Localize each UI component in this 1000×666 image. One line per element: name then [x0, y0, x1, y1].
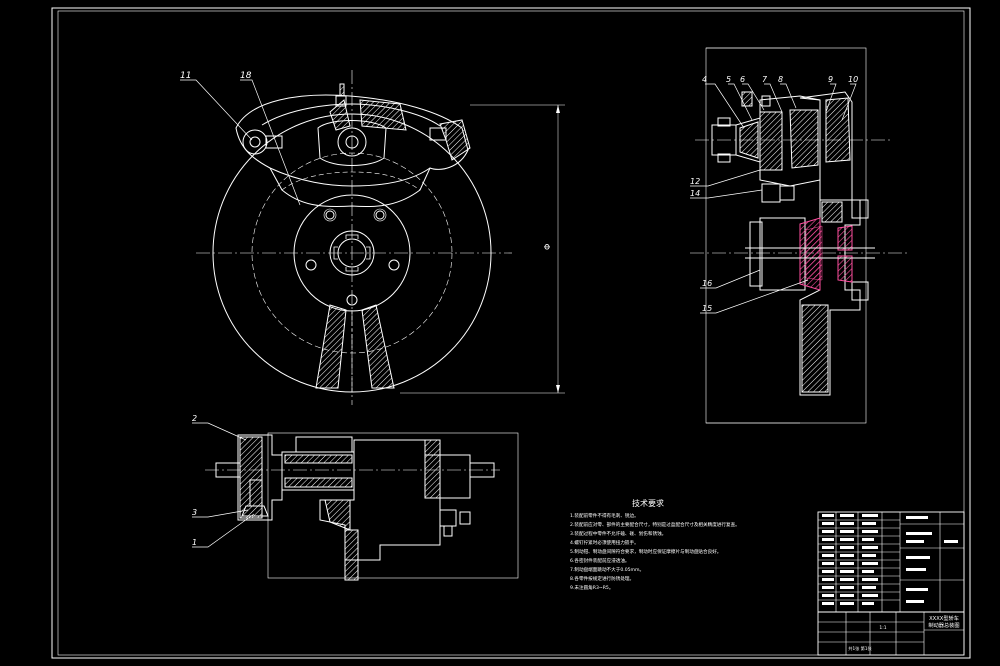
callout-label: 14: [690, 189, 700, 198]
bottom-view: [192, 422, 519, 581]
callout-label: 3: [192, 508, 197, 517]
tech-req-item: 3.装配过程中零件不允许磕、碰、划伤和锈蚀。: [570, 530, 666, 537]
title-block: XXXX型轿车 制动器总装图 1:1 共1张 第1张: [848, 614, 959, 652]
tech-req-item: 4.螺钉拧紧时必须使用扭力扳手。: [570, 539, 639, 546]
front-view-dimension: Φ: [543, 244, 552, 250]
tech-req-item: 5.制动钳、制动盘间隙符合要求，制动时应保证摩擦片与制动盘贴合良好。: [570, 548, 721, 555]
parts-list-fill: [822, 514, 958, 605]
callout-label: 11: [180, 71, 191, 81]
drawing-title-line2: 制动器总装图: [928, 621, 959, 629]
callout-label: 6: [740, 75, 745, 84]
drawing-title-line1: XXXX型轿车: [929, 614, 959, 622]
callout-label: 18: [240, 71, 252, 81]
callout-label: 7: [762, 75, 768, 84]
tech-req-item: 2.装配前应对零、部件的主要配合尺寸，特别是过盈配合尺寸及相关精度进行复查。: [570, 521, 740, 528]
callout-label: 16: [702, 279, 712, 288]
bottom-view-callouts: 2 3 1: [192, 414, 197, 547]
callout-label: 8: [778, 75, 783, 84]
side-view-callouts: 4 5 6 7 8 9 10 12 14 16 15: [690, 75, 858, 313]
callout-label: 10: [848, 75, 858, 84]
sheet-info: 共1张 第1张: [848, 645, 872, 652]
tech-req-item: 9.未注圆角R3~R5。: [570, 584, 613, 591]
side-view: [690, 47, 910, 424]
tech-req-item: 6.各密封件装配前应浸透油。: [570, 557, 630, 564]
parts-list-table: [817, 511, 965, 656]
tech-req-item: 1.装配前零件不得有毛刺、锐边。: [570, 512, 639, 519]
front-view: [180, 70, 565, 405]
tech-req-item: 8.各零件按规定进行防锈处理。: [570, 575, 634, 582]
callout-label: 12: [690, 177, 700, 186]
callout-label: 2: [192, 414, 197, 423]
tech-req-title: 技术要求: [632, 498, 664, 508]
callout-label: 4: [702, 75, 707, 84]
callout-label: 1: [192, 538, 197, 547]
drawing-scale: 1:1: [879, 625, 886, 631]
callout-label: 15: [702, 304, 712, 313]
callout-label: 9: [828, 75, 833, 84]
technical-requirements: 技术要求 1.装配前零件不得有毛刺、锐边。 2.装配前应对零、部件的主要配合尺寸…: [570, 498, 740, 591]
tech-req-item: 7.制动盘端面跳动不大于0.05mm。: [570, 566, 644, 573]
drawing-frame: [51, 7, 971, 659]
callout-label: 5: [726, 75, 731, 84]
